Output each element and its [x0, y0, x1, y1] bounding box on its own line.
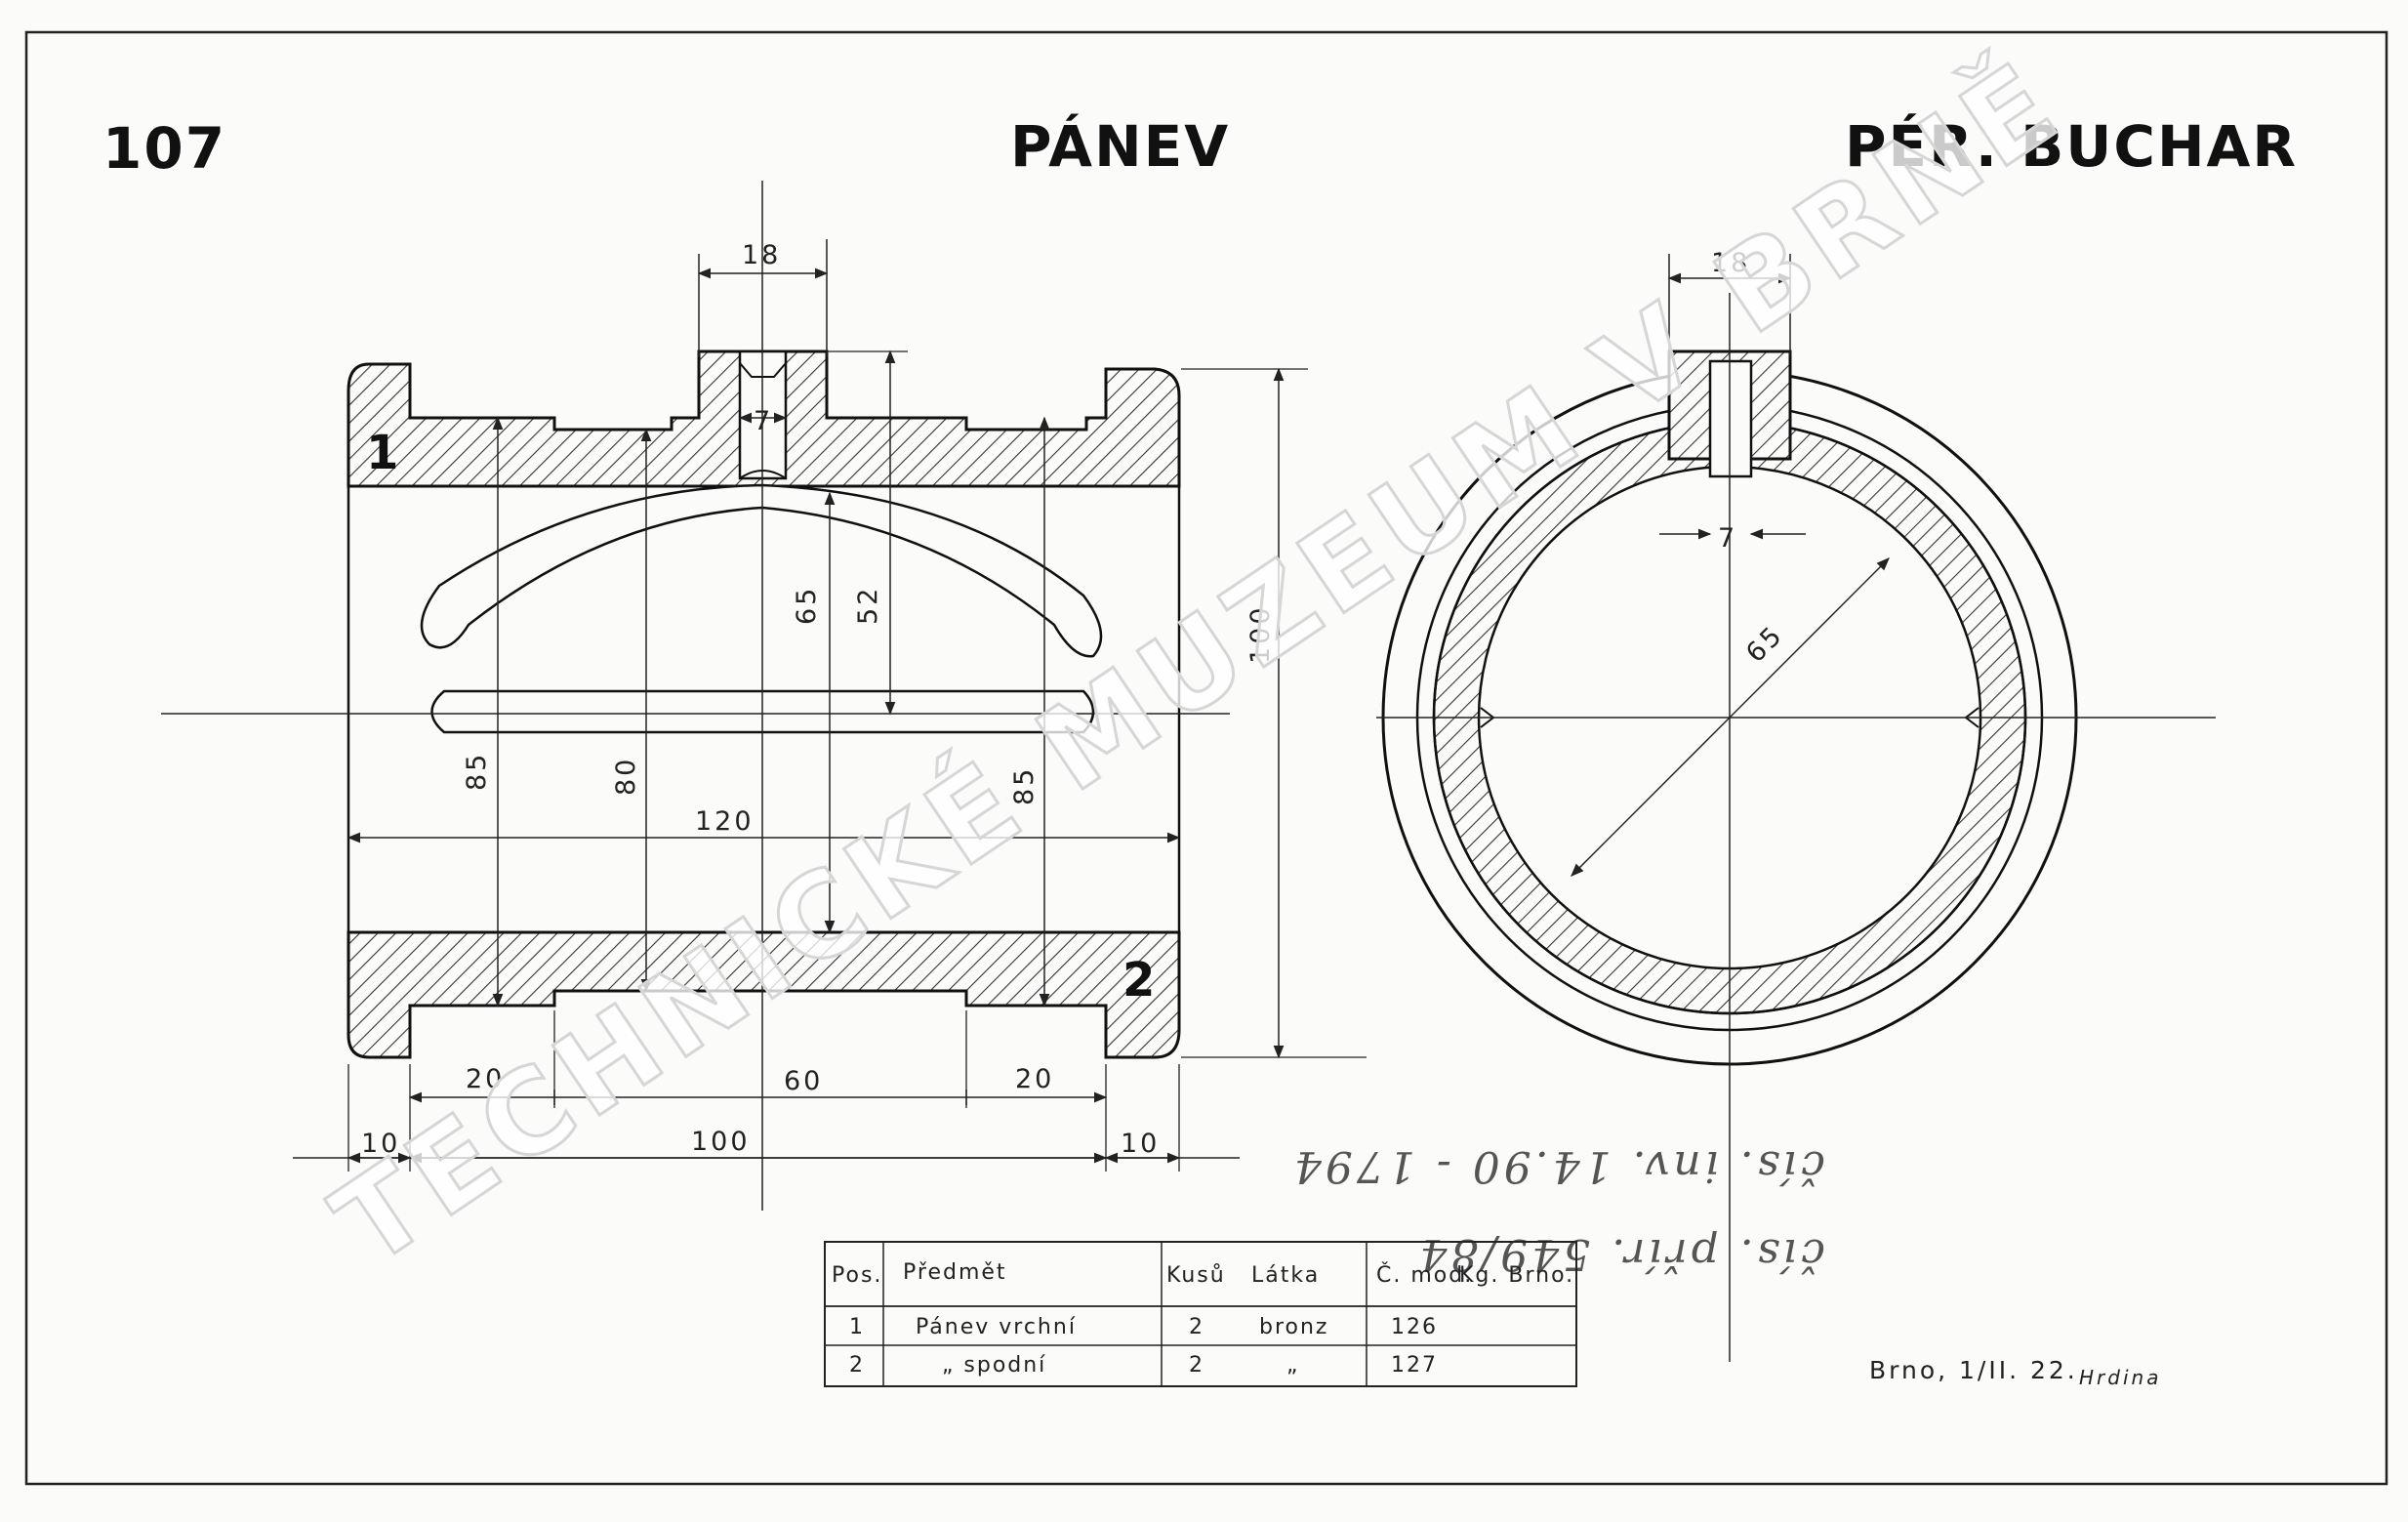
table-header-item: Předmět — [903, 1260, 1007, 1285]
accession-number: čís. přír. 549/84 — [1415, 1229, 1825, 1279]
dim-slot-width: 18 — [742, 240, 781, 270]
dim-52: 52 — [853, 586, 883, 625]
part-label-lower: 2 — [1122, 953, 1155, 1008]
place-date: Brno, 1/II. 22. — [1869, 1356, 2078, 1384]
front-dim-bore: 7 — [1718, 523, 1737, 554]
table-cell: 2 — [1189, 1315, 1204, 1339]
dim-10-right: 10 — [1121, 1129, 1160, 1159]
table-cell: Pánev vrchní — [916, 1315, 1077, 1339]
dim-20-left: 20 — [466, 1064, 505, 1094]
lower-shell-section — [347, 930, 1181, 1059]
parts-table: Pos. Předmět Kusů Látka Č. mod. Kg. Brno… — [824, 1241, 1577, 1387]
front-dim-slot-width: 18 — [1711, 248, 1750, 278]
table-cell: 2 — [849, 1353, 865, 1378]
dim-120: 120 — [695, 806, 755, 837]
part-label-upper: 1 — [366, 426, 398, 480]
front-dim-diameter: 65 — [1740, 619, 1789, 668]
dim-bore: 7 — [754, 406, 773, 436]
drawing-subtitle: PÉR. BUCHAR — [1845, 112, 2298, 180]
table-header-material: Látka — [1251, 1263, 1320, 1288]
inventory-number: čís. inv. 14.90 - 1794 — [1290, 1141, 1825, 1191]
dim-65: 65 — [792, 586, 822, 625]
table-cell: 2 — [1189, 1353, 1204, 1378]
table-cell: 127 — [1391, 1353, 1438, 1378]
dim-80: 80 — [611, 757, 641, 796]
dim-100-span: 100 — [691, 1127, 751, 1157]
dim-85-right: 85 — [1009, 766, 1040, 805]
dim-10-left: 10 — [361, 1129, 400, 1159]
table-header-model: Č. mod. — [1376, 1262, 1473, 1288]
table-header-pos: Pos. — [832, 1263, 882, 1288]
oil-groove-arch — [420, 483, 1103, 658]
table-cell: bronz — [1259, 1315, 1328, 1339]
drawing-border — [24, 30, 2388, 1486]
table-header-kg: Kg. Brno. — [1459, 1263, 1574, 1288]
signature: Hrdina — [2079, 1366, 2161, 1389]
dim-60: 60 — [784, 1066, 823, 1096]
museum-watermark: TECHNICKÉ MUZEUM V BRNĚ — [310, 34, 2084, 1292]
table-cell: 1 — [849, 1315, 865, 1339]
drawing-number: 107 — [102, 115, 226, 182]
table-cell: „ — [1286, 1353, 1299, 1378]
table-cell: „ spodní — [942, 1353, 1046, 1378]
dim-85-left: 85 — [462, 752, 492, 791]
table-header-qty: Kusů — [1166, 1263, 1226, 1288]
dim-100-height: 100 — [1245, 604, 1276, 664]
drawing-title: PÁNEV — [1010, 112, 1230, 180]
table-cell: 126 — [1391, 1315, 1438, 1339]
side-section-view: 1 2 18 7 65 52 100 85 80 85 120 — [161, 181, 1367, 1211]
dim-20-right: 20 — [1015, 1064, 1054, 1094]
